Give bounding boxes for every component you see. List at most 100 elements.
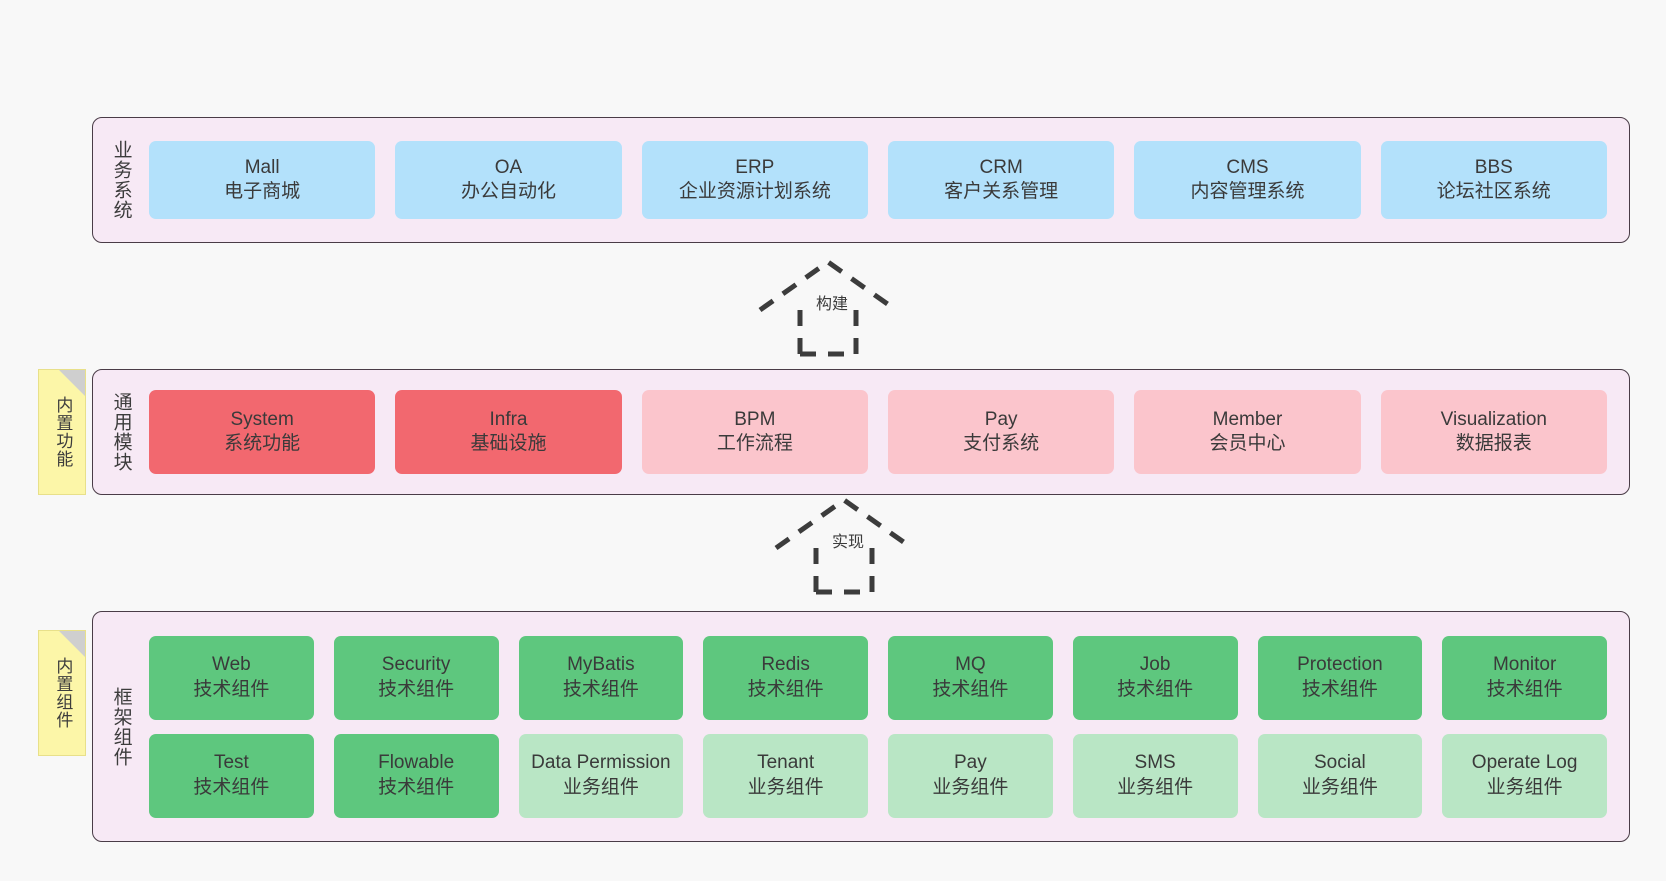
box-system[interactable]: System 系统功能	[149, 390, 376, 474]
box-oa[interactable]: OA 办公自动化	[395, 141, 622, 219]
box-mall[interactable]: Mall 电子商城	[149, 141, 376, 219]
box-visualization[interactable]: Visualization 数据报表	[1380, 390, 1607, 474]
box-title: Tenant	[757, 752, 815, 774]
box-subtitle: 业务组件	[747, 776, 824, 798]
box-title: Monitor	[1492, 654, 1557, 676]
box-title: Mall	[244, 156, 280, 178]
box-title: Web	[212, 654, 251, 676]
box-sms[interactable]: SMS 业务组件	[1072, 733, 1238, 818]
box-subtitle: 技术组件	[562, 678, 639, 700]
box-title: Pay	[984, 408, 1018, 430]
box-mybatis[interactable]: MyBatis 技术组件	[518, 635, 684, 720]
box-subtitle: 论坛社区系统	[1436, 181, 1551, 202]
box-protection[interactable]: Protection 技术组件	[1257, 635, 1423, 720]
box-web[interactable]: Web 技术组件	[149, 635, 314, 720]
box-subtitle: 会员中心	[1209, 433, 1286, 454]
box-title: Infra	[489, 408, 528, 430]
box-title: CRM	[979, 156, 1023, 178]
box-subtitle: 基础设施	[470, 433, 547, 454]
connector-implement: 实现	[768, 492, 944, 596]
box-erp[interactable]: ERP 企业资源计划系统	[641, 141, 868, 219]
layer-common-modules: 通用模块 System 系统功能 Infra 基础设施 BPM 工作流程 Pay…	[92, 369, 1630, 495]
box-pay-module[interactable]: Pay 支付系统	[887, 390, 1115, 474]
layer-framework-components: 框架组件 Web 技术组件 Security 技术组件 MyBatis 技术组件…	[92, 611, 1630, 842]
connector-build: 构建	[752, 254, 928, 358]
note-label: 内置功能	[53, 396, 73, 468]
note-builtin-function: 内置功能	[38, 369, 86, 495]
box-subtitle: 技术组件	[193, 678, 270, 700]
box-job[interactable]: Job 技术组件	[1072, 635, 1238, 720]
box-subtitle: 业务组件	[562, 776, 639, 798]
box-member[interactable]: Member 会员中心	[1134, 390, 1361, 474]
layer-body-framework-components: Web 技术组件 Security 技术组件 MyBatis 技术组件 Redi…	[149, 612, 1629, 841]
box-subtitle: 系统功能	[224, 433, 301, 454]
box-subtitle: 业务组件	[932, 776, 1009, 798]
layer-title-framework-components: 框架组件	[110, 686, 132, 767]
box-subtitle: 技术组件	[378, 776, 455, 798]
box-subtitle: 数据报表	[1455, 433, 1532, 454]
box-title: Security	[381, 654, 451, 676]
row: System 系统功能 Infra 基础设施 BPM 工作流程 Pay 支付系统…	[149, 390, 1607, 474]
layer-body-business-system: Mall 电子商城 OA 办公自动化 ERP 企业资源计划系统 CRM 客户关系…	[149, 118, 1629, 242]
box-title: Test	[213, 752, 249, 774]
box-monitor[interactable]: Monitor 技术组件	[1442, 635, 1607, 720]
box-subtitle: 技术组件	[932, 678, 1009, 700]
box-subtitle: 业务组件	[1117, 776, 1194, 798]
box-bpm[interactable]: BPM 工作流程	[641, 390, 868, 474]
box-subtitle: 技术组件	[1117, 678, 1194, 700]
box-cms[interactable]: CMS 内容管理系统	[1134, 141, 1361, 219]
box-title: BBS	[1474, 156, 1513, 178]
box-operate-log[interactable]: Operate Log 业务组件	[1442, 733, 1607, 818]
box-title: ERP	[735, 156, 775, 178]
box-title: Data Permission	[531, 752, 671, 774]
box-security[interactable]: Security 技术组件	[333, 635, 499, 720]
box-title: Pay	[954, 752, 987, 774]
box-subtitle: 业务组件	[1301, 776, 1378, 798]
box-flowable[interactable]: Flowable 技术组件	[333, 733, 499, 818]
connector-label-implement: 实现	[830, 528, 867, 552]
box-subtitle: 技术组件	[1301, 678, 1378, 700]
box-subtitle: 支付系统	[963, 433, 1040, 454]
page-fold-icon	[59, 370, 85, 396]
page-fold-icon	[59, 631, 85, 657]
box-subtitle: 技术组件	[1486, 678, 1563, 700]
layer-body-common-modules: System 系统功能 Infra 基础设施 BPM 工作流程 Pay 支付系统…	[149, 370, 1629, 494]
box-title: Member	[1212, 408, 1283, 430]
box-title: MQ	[955, 654, 986, 676]
box-crm[interactable]: CRM 客户关系管理	[887, 141, 1115, 219]
connector-label-build: 构建	[814, 290, 851, 314]
box-subtitle: 技术组件	[193, 776, 270, 798]
box-subtitle: 技术组件	[378, 678, 455, 700]
box-infra[interactable]: Infra 基础设施	[395, 390, 622, 474]
layer-title-business-system: 业务系统	[110, 140, 132, 220]
box-subtitle: 业务组件	[1486, 776, 1563, 798]
box-subtitle: 办公自动化	[460, 181, 556, 202]
box-title: CMS	[1226, 156, 1269, 178]
box-subtitle: 客户关系管理	[944, 181, 1059, 202]
box-title: Visualization	[1440, 408, 1547, 430]
row: Test 技术组件 Flowable 技术组件 Data Permission …	[149, 733, 1607, 818]
note-builtin-component: 内置组件	[38, 630, 86, 756]
box-title: Protection	[1297, 654, 1383, 676]
note-label: 内置组件	[53, 657, 73, 729]
box-tenant[interactable]: Tenant 业务组件	[703, 733, 868, 818]
layer-business-system: 业务系统 Mall 电子商城 OA 办公自动化 ERP 企业资源计划系统 CRM…	[92, 117, 1630, 243]
box-title: SMS	[1134, 752, 1176, 774]
box-title: Social	[1314, 752, 1366, 774]
box-title: MyBatis	[567, 654, 635, 676]
box-mq[interactable]: MQ 技术组件	[888, 635, 1053, 720]
box-social[interactable]: Social 业务组件	[1257, 733, 1423, 818]
box-data-permission[interactable]: Data Permission 业务组件	[518, 733, 684, 818]
layer-title-common-modules: 通用模块	[110, 392, 132, 472]
box-test[interactable]: Test 技术组件	[149, 733, 314, 818]
box-title: Job	[1139, 654, 1171, 676]
box-title: Redis	[761, 654, 810, 676]
row: Web 技术组件 Security 技术组件 MyBatis 技术组件 Redi…	[149, 635, 1607, 720]
row: Mall 电子商城 OA 办公自动化 ERP 企业资源计划系统 CRM 客户关系…	[149, 141, 1607, 219]
box-subtitle: 内容管理系统	[1190, 181, 1305, 202]
box-bbs[interactable]: BBS 论坛社区系统	[1380, 141, 1607, 219]
box-pay-component[interactable]: Pay 业务组件	[888, 733, 1053, 818]
box-title: BPM	[734, 408, 776, 430]
box-subtitle: 技术组件	[747, 678, 824, 700]
box-redis[interactable]: Redis 技术组件	[703, 635, 868, 720]
